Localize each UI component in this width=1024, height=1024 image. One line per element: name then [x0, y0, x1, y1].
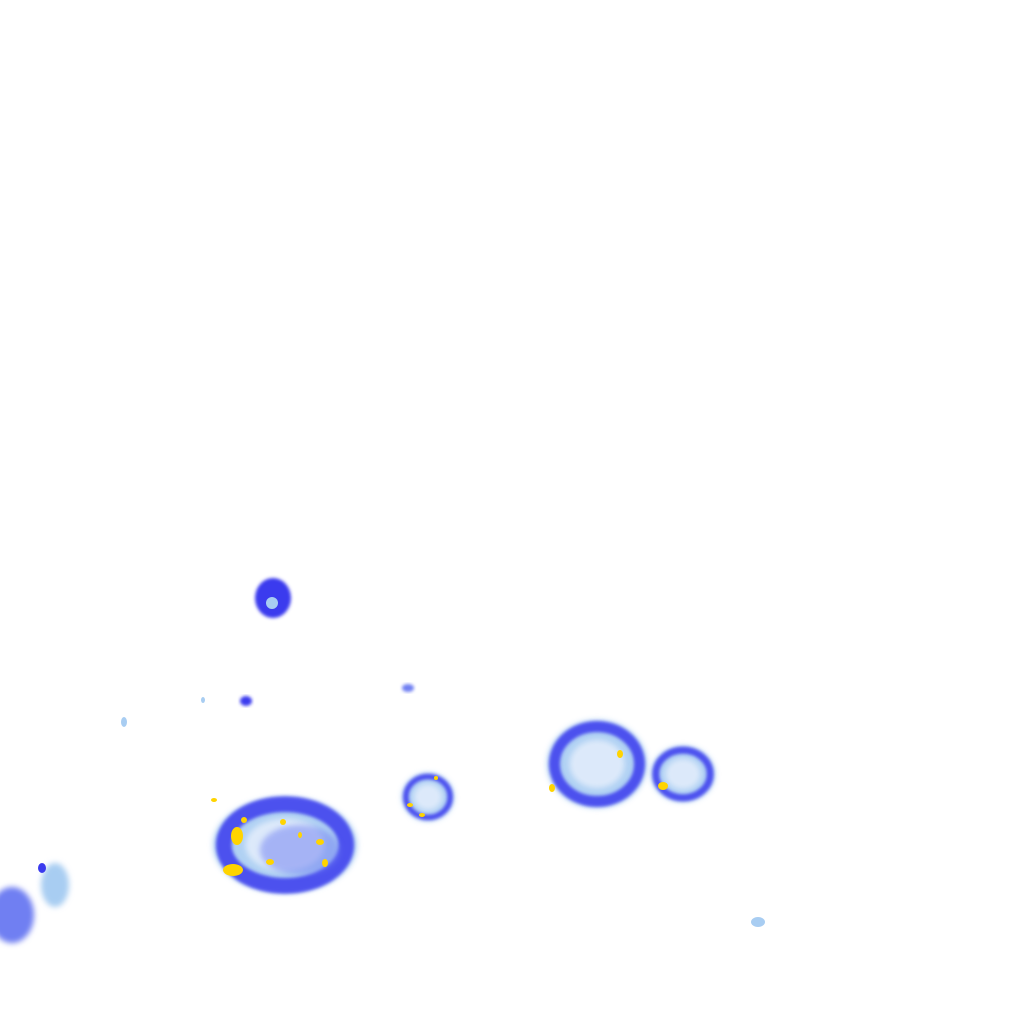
- precip-cell-intense: [658, 782, 668, 790]
- precip-cell-heavy: [240, 696, 252, 706]
- precip-cell-intense: [419, 813, 425, 817]
- precip-cell-intense: [223, 864, 243, 876]
- precip-cell-intense: [549, 784, 555, 792]
- precip-cell-intense: [211, 798, 217, 802]
- precip-cell-light: [41, 863, 69, 907]
- precip-cell-moderate: [0, 887, 34, 943]
- precip-cell-ring: [549, 721, 645, 807]
- precip-cell-light: [201, 697, 205, 703]
- precip-cell-intense: [298, 832, 302, 838]
- precip-cell-intense: [434, 776, 438, 780]
- precip-cell-intense: [280, 819, 286, 825]
- precip-cell-light: [751, 917, 765, 927]
- precip-cell-intense: [316, 839, 324, 845]
- precipitation-cells: [0, 578, 765, 943]
- precip-cell-light: [266, 597, 278, 609]
- precip-cell-light: [121, 717, 127, 727]
- precip-cell-moderate: [402, 684, 414, 692]
- precip-cell-ring: [215, 796, 355, 894]
- precip-cell-intense: [407, 803, 413, 807]
- precip-cell-ring: [652, 746, 714, 802]
- precip-cell-core: [569, 739, 625, 789]
- precip-cell-intense: [241, 817, 247, 823]
- precip-cell-heavy: [38, 863, 46, 873]
- precip-cell-core: [413, 783, 443, 811]
- precip-cell-intense: [231, 827, 243, 845]
- precip-cell-intense: [322, 859, 328, 867]
- precip-cell-intense: [266, 859, 274, 865]
- precip-cell-moderate: [260, 825, 340, 875]
- precip-cell-intense: [617, 750, 623, 758]
- precip-cell-ring: [403, 773, 453, 821]
- precip-cell-core: [665, 758, 701, 790]
